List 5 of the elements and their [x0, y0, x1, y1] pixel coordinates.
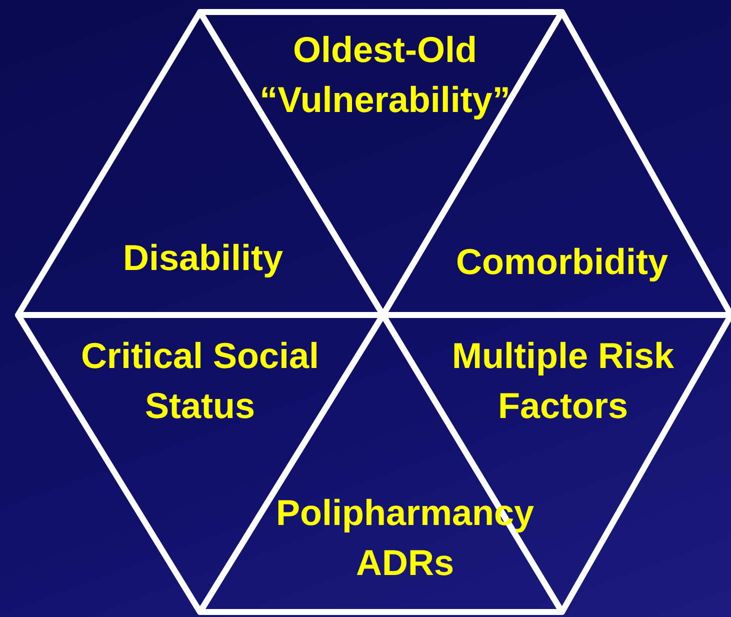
- segment-label: Disability: [122, 236, 284, 280]
- segment-label: Critical Social Status: [80, 334, 320, 428]
- segment-label: Comorbidity: [455, 240, 669, 284]
- segment-label: Multiple Risk Factors: [450, 334, 676, 428]
- segment-label: Oldest-Old “Vulnerability”: [258, 28, 512, 122]
